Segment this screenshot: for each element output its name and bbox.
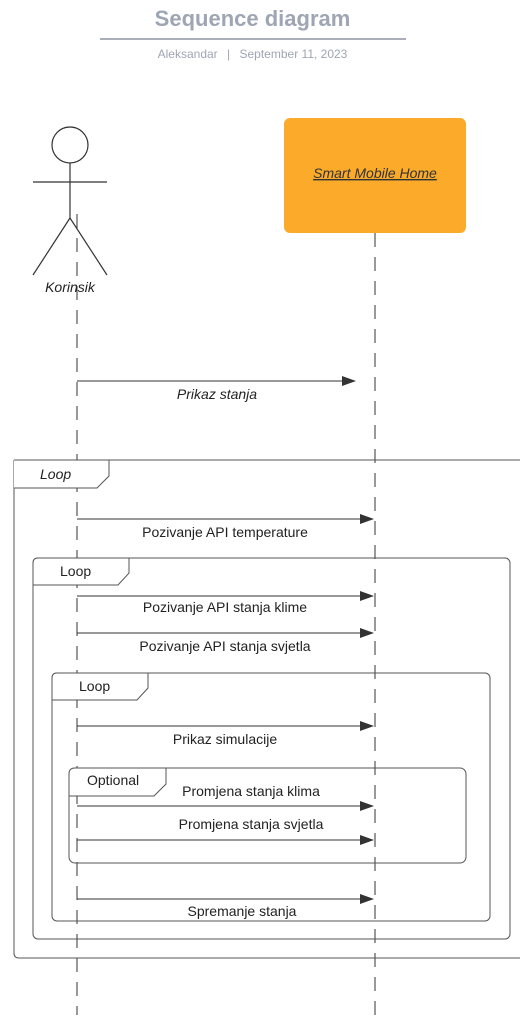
message-label-promjena-klima: Promjena stanja klima — [182, 783, 320, 799]
optional-frame — [68, 767, 467, 864]
inner-loop-tag — [51, 672, 149, 701]
subtitle-separator: | — [227, 47, 231, 61]
message-label-prikaz-simulacije: Prikaz simulacije — [173, 731, 277, 747]
message-label-promjena-svjetla: Promjena stanja svjetla — [179, 816, 324, 832]
actor-stick-figure — [32, 126, 108, 276]
inner-loop-label: Loop — [79, 678, 110, 694]
diagram-date: September 11, 2023 — [239, 47, 348, 61]
actor-left-leg — [32, 217, 71, 276]
middle-loop-label: Loop — [60, 563, 91, 579]
diagram-subtitle: Aleksandar | September 11, 2023 — [0, 47, 505, 61]
message-label-api-klime: Pozivanje API stanja klime — [143, 599, 307, 615]
actor-right-leg — [69, 217, 108, 276]
actor-head — [51, 126, 89, 164]
system-box — [284, 118, 466, 233]
message-label-api-temperature: Pozivanje API temperature — [142, 524, 308, 540]
optional-label: Optional — [87, 772, 139, 788]
actor-label: Korinsik — [45, 279, 96, 295]
message-label-prikaz-stanja: Prikaz stanja — [177, 386, 257, 402]
message-label-api-svjetla: Pozivanje API stanja svjetla — [139, 638, 310, 654]
system-label: Smart Mobile Home — [313, 165, 437, 181]
middle-loop-frame — [32, 557, 511, 940]
message-label-spremanje-stanja: Spremanje stanja — [188, 903, 297, 919]
optional-tag — [68, 767, 167, 797]
outer-loop-tag — [14, 459, 110, 489]
inner-loop-frame — [51, 672, 491, 922]
title-underline — [100, 38, 406, 40]
diagram-title: Sequence diagram — [154, 6, 351, 31]
author-name: Aleksandar — [157, 47, 218, 61]
outer-loop-label: Loop — [40, 466, 71, 482]
middle-loop-tag — [32, 557, 130, 586]
